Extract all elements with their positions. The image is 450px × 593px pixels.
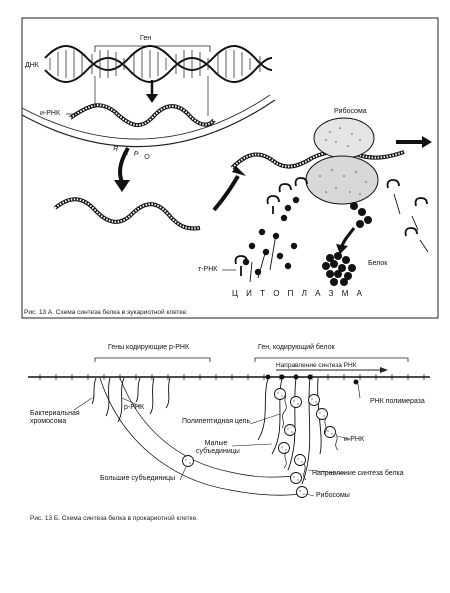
to-protein-arrowhead — [336, 244, 348, 254]
figure-b-leaders — [73, 397, 351, 497]
mrna-b-label: и-РНК — [344, 436, 365, 443]
trna-molecules — [234, 177, 428, 276]
transcription-direction-arrowhead — [380, 367, 388, 373]
amino-acids — [242, 196, 300, 276]
polypeptide-label: Полипептидная цепь — [182, 418, 251, 425]
to-protein-arrow — [340, 227, 356, 247]
figure-a-frame — [21, 17, 439, 319]
ribosome-label: Рибосома — [334, 108, 367, 115]
rrna-transcripts — [91, 377, 171, 423]
figure-a-caption: Рис. 13 А. Схема синтеза белка в эукарио… — [24, 309, 188, 316]
protein-label: Белок — [368, 260, 388, 267]
protein-globule — [322, 252, 356, 286]
polypeptide-chain — [350, 202, 372, 228]
ribosomes-label: Рибосомы — [316, 492, 350, 499]
to-ribosome-arrowhead — [232, 166, 246, 176]
mrna-cytoplasm — [53, 197, 201, 231]
ribosomes — [182, 388, 336, 498]
genes-left-bracket — [94, 357, 211, 362]
small-subunit-label: Малые субъединицы — [196, 440, 240, 455]
trna-arrows — [249, 193, 429, 283]
transcription-arrowhead — [146, 94, 158, 103]
nucleus-membrane — [21, 99, 276, 148]
transcription-direction-label: Направление синтеза РНК — [276, 362, 357, 369]
genes-right-label: Ген, кодирующий белок — [258, 344, 335, 351]
mrna-nucleus — [68, 103, 216, 128]
cytoplasm-label: Ц И Т О П Л А З М А — [232, 289, 365, 298]
to-ribosome-arrow — [212, 174, 240, 212]
ribosome — [305, 117, 379, 205]
subunit-pool-arc — [99, 377, 301, 496]
genes-left-label: Гены кодирующие р-РНК — [108, 344, 190, 351]
genes-right-bracket — [254, 357, 409, 362]
trna-label: т-РНК — [198, 266, 218, 273]
subunit-pool-arc-inner — [119, 377, 293, 478]
rna-polymerase-label: РНК полимераза — [370, 398, 425, 405]
polypeptide-chains — [281, 395, 339, 481]
mrna-strands — [257, 377, 322, 485]
bacterial-chromosome-label: Бактериальная хромосома — [30, 410, 80, 425]
mrna-label: и-РНК — [40, 110, 61, 117]
nucleus-membrane-inner — [21, 94, 271, 140]
figure-b-caption: Рис. 13 Б. Схема синтеза белка в прокари… — [30, 515, 198, 522]
export-arrow — [118, 147, 130, 183]
exit-arrowhead — [422, 136, 432, 148]
translation-direction-label: Направление синтеза белка — [312, 470, 404, 477]
ribosome-texture — [185, 392, 333, 495]
polymerase-leader — [357, 383, 361, 399]
gene-label: Ген — [140, 35, 152, 42]
large-subunit-label: Большие субъединицы — [100, 475, 176, 482]
dna-label: ДНК — [25, 62, 39, 69]
export-arrowhead — [114, 180, 130, 192]
chromosome-ticks — [39, 374, 425, 380]
rna-polymerase — [265, 374, 359, 385]
rrna-label: р-РНК — [124, 404, 145, 411]
dna-helix — [44, 45, 273, 83]
mrna-ribosome — [230, 149, 405, 170]
